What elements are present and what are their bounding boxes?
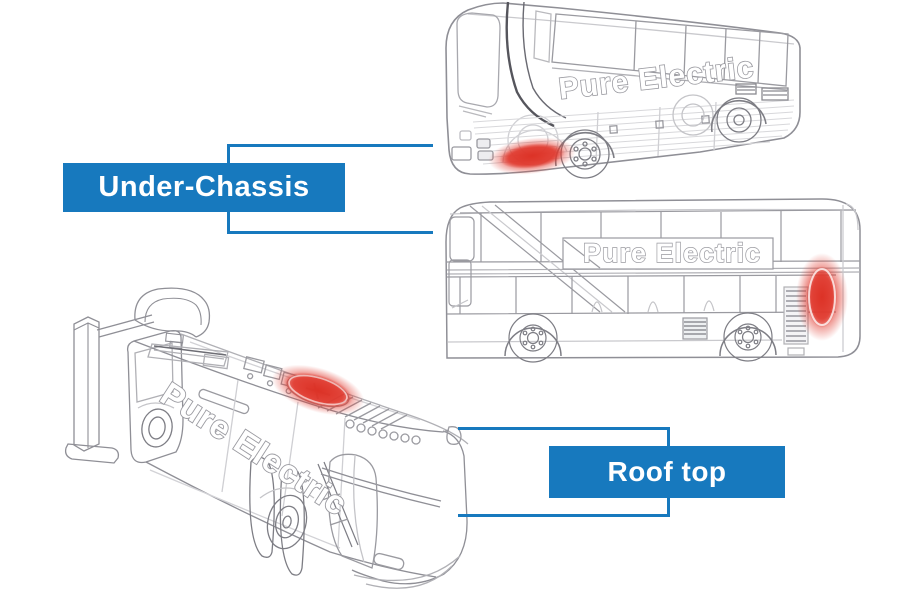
under-chassis-battery-highlight bbox=[488, 137, 576, 175]
city-bus-front bbox=[320, 426, 468, 589]
rear-battery-highlight bbox=[796, 253, 848, 341]
coach-side-markers bbox=[609, 115, 710, 134]
pure-electric-branding-double-decker: Pure Electric bbox=[583, 238, 761, 268]
city-bus-side bbox=[145, 379, 437, 578]
pantograph-charger bbox=[64, 287, 211, 464]
roof-top-label: Roof top bbox=[549, 446, 785, 498]
double-decker-battery-box bbox=[682, 317, 708, 340]
roof-battery-highlight bbox=[271, 364, 365, 416]
double-decker-banner: Pure Electric bbox=[562, 237, 774, 270]
coach-windows bbox=[551, 13, 789, 87]
city-bus-charging-illustration: Pure Electric bbox=[64, 287, 469, 589]
double-decker-stair-band bbox=[469, 204, 626, 313]
double-decker-wheels bbox=[504, 312, 777, 363]
coach-door-pillar bbox=[505, 1, 567, 128]
double-decker-bus-illustration: Pure Electric bbox=[445, 198, 861, 363]
coach-lower-hatch bbox=[472, 99, 795, 165]
double-decker-lower-windows bbox=[446, 259, 837, 315]
city-bus-doors bbox=[249, 456, 359, 576]
coach-body-outline bbox=[445, 2, 801, 175]
coach-front-details bbox=[451, 130, 494, 161]
coach-bus-illustration: Pure Electric bbox=[445, 1, 801, 179]
coach-windshield bbox=[456, 12, 501, 118]
coach-rear-vents bbox=[735, 83, 789, 101]
double-decker-outline bbox=[445, 198, 861, 359]
pure-electric-branding-coach: Pure Electric bbox=[557, 51, 756, 106]
under-chassis-label: Under-Chassis bbox=[63, 163, 345, 212]
